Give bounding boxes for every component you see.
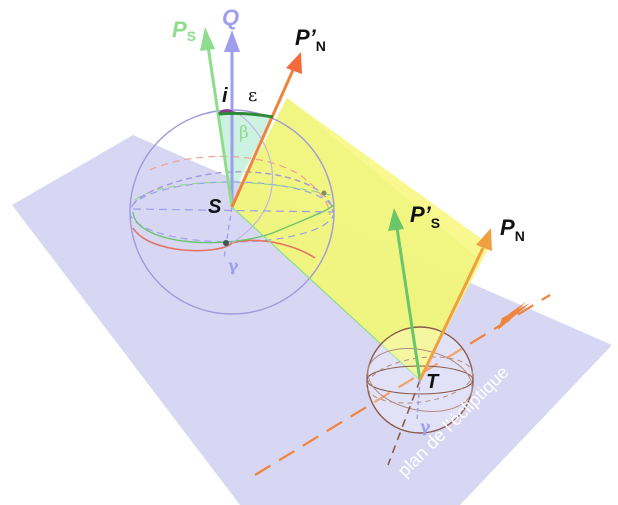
q-arrowhead [224, 30, 240, 52]
label-pn-prime: P’N [295, 25, 326, 54]
ps-prime-arrow [395, 227, 422, 381]
line-of-nodes-arrowhead-2 [498, 303, 530, 330]
label-gamma-earth: γ [420, 417, 431, 436]
ps-arrow [206, 45, 234, 208]
node-dot-back [321, 190, 327, 196]
pn-prime-arrow [230, 69, 295, 208]
label-gamma-sun: γ [228, 256, 239, 275]
label-t: T [426, 371, 440, 393]
sun-orbit-ring-red-back [149, 155, 331, 216]
node-dot-front [223, 240, 229, 246]
label-s: S [208, 196, 222, 218]
earth-axis-dashed [387, 379, 421, 466]
label-q: Q [222, 5, 239, 30]
sun-orbit-ring-red [132, 227, 316, 259]
pn-parallelogram [231, 98, 490, 380]
earth-ring-1 [366, 365, 474, 395]
ps-arrowhead [200, 27, 215, 51]
label-i: i [222, 85, 228, 107]
pn-prime-arrowhead [286, 52, 302, 74]
pn-arrow [418, 247, 485, 381]
pn-arrowhead [476, 228, 492, 251]
label-ps: PS [172, 17, 196, 44]
label-beta: β [239, 123, 249, 143]
earth-ring-3 [367, 348, 473, 412]
label-epsilon: ε [248, 85, 257, 106]
label-pn: PN [500, 215, 525, 244]
sun-purple-ring [132, 171, 334, 213]
sun-green-ring-back [134, 181, 331, 201]
arc-epsilon [218, 111, 274, 119]
label-ps-prime: P’S [410, 202, 440, 231]
sun-diameter [132, 208, 334, 213]
ps-prime-arrowhead [388, 208, 404, 231]
